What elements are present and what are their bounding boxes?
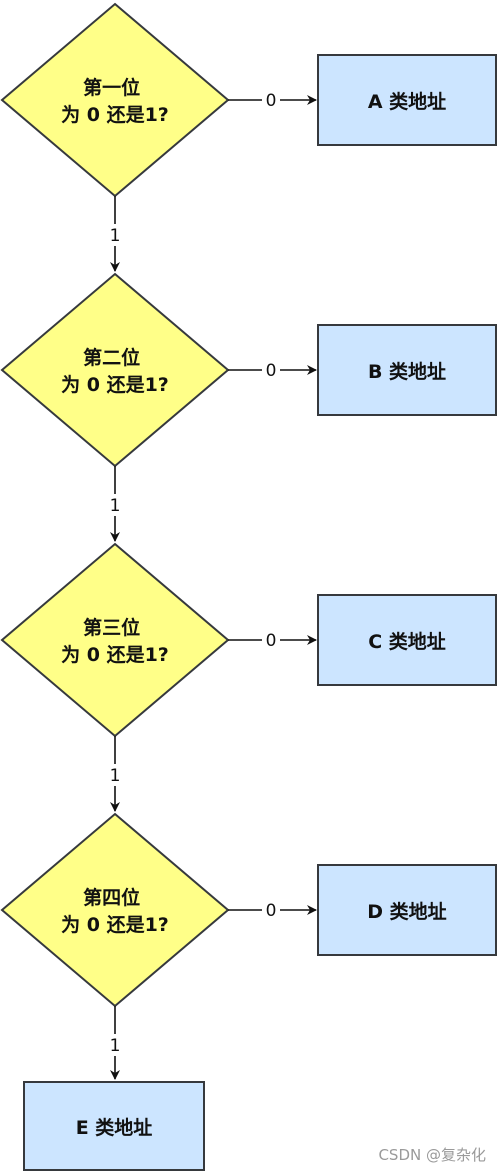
result-box-a xyxy=(317,54,497,146)
decision-diamond-4 xyxy=(0,812,230,1008)
decision-diamond-1 xyxy=(0,2,230,198)
edge-4-to-e: 1 xyxy=(110,1006,121,1080)
decision-2-line1: 第二位 xyxy=(83,346,140,369)
result-c-label: C 类地址 xyxy=(368,630,446,653)
decision-3-line2: 为 0 还是1? xyxy=(61,643,169,666)
result-box-b xyxy=(317,324,497,416)
edge-label-0-d: 0 xyxy=(266,901,277,921)
result-box-c xyxy=(317,594,497,686)
edge-label-0-c: 0 xyxy=(266,631,277,651)
result-e: E 类地址 xyxy=(23,1081,205,1171)
decision-1-line2: 为 0 还是1? xyxy=(61,103,169,126)
decision-3-line1: 第三位 xyxy=(83,616,140,639)
result-e-label: E 类地址 xyxy=(76,1116,153,1139)
edge-label-1-2: 1 xyxy=(110,496,121,516)
svg-text:第三位 为 0 还是1?: 第三位 为 0 还是1? xyxy=(61,616,169,666)
edge-3-to-4: 1 xyxy=(110,736,121,812)
edge-label-1-3: 1 xyxy=(110,766,121,786)
result-box-e xyxy=(23,1081,205,1171)
edge-label-0-a: 0 xyxy=(266,91,277,111)
result-a-label: A 类地址 xyxy=(368,90,446,113)
decision-diamond-3 xyxy=(0,542,230,738)
edge-1-to-2: 1 xyxy=(110,196,121,272)
decision-2-line2: 为 0 还是1? xyxy=(61,373,169,396)
decision-2: 第二位 为 0 还是1? xyxy=(0,272,230,468)
result-b: B 类地址 xyxy=(317,324,497,416)
result-d: D 类地址 xyxy=(317,864,497,956)
decision-3: 第三位 为 0 还是1? xyxy=(0,542,230,738)
decision-4-line2: 为 0 还是1? xyxy=(61,913,169,936)
result-d-label: D 类地址 xyxy=(367,900,446,923)
edge-0-to-c: 0 xyxy=(228,631,317,651)
decision-4-line1: 第四位 xyxy=(83,886,140,909)
edge-label-1-4: 1 xyxy=(110,1036,121,1056)
result-box-d xyxy=(317,864,497,956)
edge-label-1-1: 1 xyxy=(110,226,121,246)
decision-4: 第四位 为 0 还是1? xyxy=(0,812,230,1008)
svg-text:第一位 为 0 还是1?: 第一位 为 0 还是1? xyxy=(61,76,169,126)
decision-1: 第一位 为 0 还是1? xyxy=(0,2,230,198)
result-a: A 类地址 xyxy=(317,54,497,146)
edge-0-to-a: 0 xyxy=(228,91,317,111)
decision-1-line1: 第一位 xyxy=(83,76,140,99)
edge-0-to-d: 0 xyxy=(228,901,317,921)
decision-diamond-2 xyxy=(0,272,230,468)
svg-text:第四位 为 0 还是1?: 第四位 为 0 还是1? xyxy=(61,886,169,936)
edge-0-to-b: 0 xyxy=(228,361,317,381)
result-c: C 类地址 xyxy=(317,594,497,686)
edge-label-0-b: 0 xyxy=(266,361,277,381)
svg-text:第二位 为 0 还是1?: 第二位 为 0 还是1? xyxy=(61,346,169,396)
watermark: CSDN @复杂化 xyxy=(378,1146,486,1164)
result-b-label: B 类地址 xyxy=(368,360,446,383)
edge-2-to-3: 1 xyxy=(110,466,121,542)
